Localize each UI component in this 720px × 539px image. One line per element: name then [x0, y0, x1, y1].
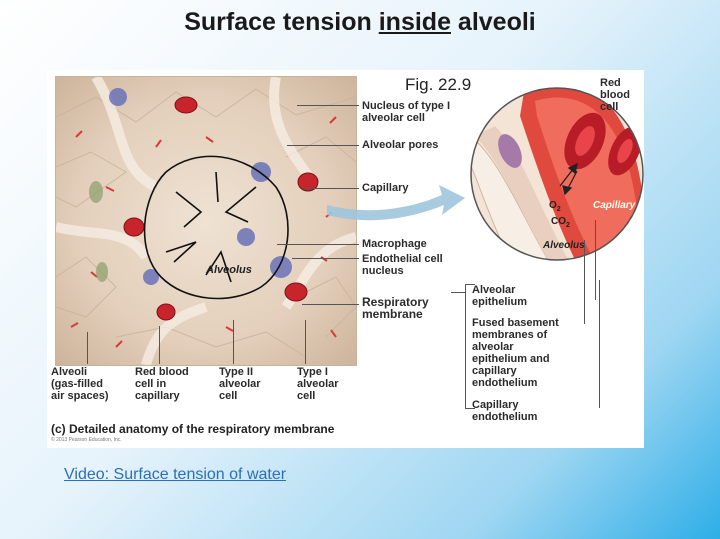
label-line: endothelium — [472, 377, 538, 389]
figure-caption: (c) Detailed anatomy of the respiratory … — [51, 422, 335, 436]
label-line: alveolar — [297, 378, 339, 390]
leader-line — [302, 304, 359, 305]
label-line: cell in — [135, 378, 167, 390]
bracket-line — [451, 292, 465, 293]
label-line: (gas-filled — [51, 378, 103, 390]
label-line: Alveoli — [51, 366, 88, 378]
label-line: Red blood — [135, 366, 189, 378]
video-link[interactable]: Video: Surface tension of water — [64, 466, 287, 483]
label-capillary: Capillary — [362, 182, 409, 194]
label-line: membrane — [362, 307, 423, 321]
label-rbc-capillary: Red blood cell in capillary — [135, 366, 189, 402]
label-type2-cell: Type II alveolar cell — [219, 366, 261, 402]
svg-text:O2: O2 — [549, 200, 561, 213]
type2-cell — [174, 96, 198, 114]
label-line: alveolar — [219, 378, 261, 390]
copyright-notice: © 2013 Pearson Education, Inc. — [51, 437, 122, 443]
co2-label: CO — [551, 216, 566, 227]
type2-cell — [297, 172, 319, 192]
leader-line — [302, 188, 359, 189]
inset-alveolus-label: Alveolus — [542, 240, 585, 251]
label-alveolar-epithelium: Alveolar epithelium — [472, 284, 527, 308]
o2-subscript: 2 — [557, 206, 561, 213]
bracket-line — [584, 240, 585, 324]
label-line: cell — [297, 390, 316, 402]
leader-line — [277, 244, 359, 245]
co2-subscript: 2 — [566, 222, 570, 229]
label-line: Capillary — [472, 399, 519, 411]
label-line: Type I — [297, 366, 328, 378]
label-line: epithelium and — [472, 353, 550, 365]
inset-magnified-view: O2 CO2 Alveolus Capillary — [470, 87, 644, 261]
leader-line — [292, 258, 359, 259]
label-alveolar-pores: Alveolar pores — [362, 139, 439, 151]
type2-cell — [284, 282, 308, 302]
label-line: membranes of — [472, 329, 548, 341]
label-line: Type II — [219, 366, 254, 378]
label-respiratory-membrane: Respiratory membrane — [362, 296, 429, 320]
leader-line — [305, 320, 306, 364]
label-line: alveolar cell — [362, 112, 425, 124]
rbc-shape — [575, 126, 595, 156]
alveoli-illustration: Alveolus — [55, 76, 357, 366]
type1-nucleus — [498, 134, 522, 168]
figure-panel: Alveolus Fig. 22.9 Nucleus of type I alv… — [47, 70, 644, 448]
label-rbc-top: Red blood cell — [600, 77, 644, 113]
leader-line — [233, 320, 234, 364]
hand-drawn-arrows — [165, 171, 257, 283]
leader-line — [87, 332, 88, 364]
label-line: capillary — [135, 390, 180, 402]
figure-number: Fig. 22.9 — [405, 75, 472, 94]
zoom-arrow — [327, 185, 465, 221]
leader-line — [287, 145, 359, 146]
title-prefix: Surface tension — [184, 8, 379, 36]
type2-cell — [123, 217, 145, 237]
label-macrophage: Macrophage — [362, 238, 427, 250]
hand-drawn-outline — [143, 155, 289, 300]
macrophage-cell — [109, 88, 127, 106]
label-line: nucleus — [362, 265, 404, 277]
label-line: Red blood — [600, 77, 630, 101]
bracket-line — [599, 280, 600, 408]
label-line: epithelium — [472, 296, 528, 308]
macrophage-cell — [237, 228, 255, 246]
inset-capillary-label: Capillary — [593, 200, 636, 211]
leader-line — [297, 105, 359, 106]
label-endothelial-nucleus: Endothelial cell nucleus — [362, 253, 443, 277]
macrophage-cell — [143, 269, 159, 285]
slide-title: Surface tension inside alveoli — [0, 8, 720, 37]
label-line: alveolar — [472, 341, 514, 353]
label-capillary-endothelium: Capillary endothelium — [472, 399, 537, 423]
label-line: cell — [600, 101, 619, 113]
label-line: Endothelial cell — [362, 253, 443, 265]
label-line: Nucleus of type I — [362, 100, 451, 112]
label-line: Alveolar — [472, 284, 516, 296]
label-nucleus-type1: Nucleus of type I alveolar cell — [362, 100, 450, 124]
bracket-line — [595, 220, 596, 300]
leader-line — [159, 326, 160, 364]
rbc-shape — [617, 138, 633, 164]
svg-text:CO2: CO2 — [551, 216, 570, 229]
o2-label: O — [549, 200, 557, 211]
label-type1-cell: Type I alveolar cell — [297, 366, 339, 402]
label-fused-basement: Fused basement membranes of alveolar epi… — [472, 317, 559, 389]
bracket-line — [465, 284, 475, 285]
label-alveoli: Alveoli (gas-filled air spaces) — [51, 366, 108, 402]
title-emphasis: inside — [378, 8, 451, 36]
bracket-line — [465, 408, 475, 409]
alveoli-drawing: Alveolus — [56, 77, 356, 365]
bracket-line — [465, 284, 466, 408]
label-line: air spaces) — [51, 390, 109, 402]
label-line: Respiratory — [362, 295, 429, 309]
micrograph-alveolus-label: Alveolus — [205, 264, 252, 276]
label-line: capillary — [472, 365, 517, 377]
label-line: Fused basement — [472, 317, 559, 329]
title-suffix: alveoli — [450, 8, 536, 36]
type2-cell — [156, 303, 176, 321]
label-line: endothelium — [472, 411, 538, 423]
label-line: cell — [219, 390, 238, 402]
